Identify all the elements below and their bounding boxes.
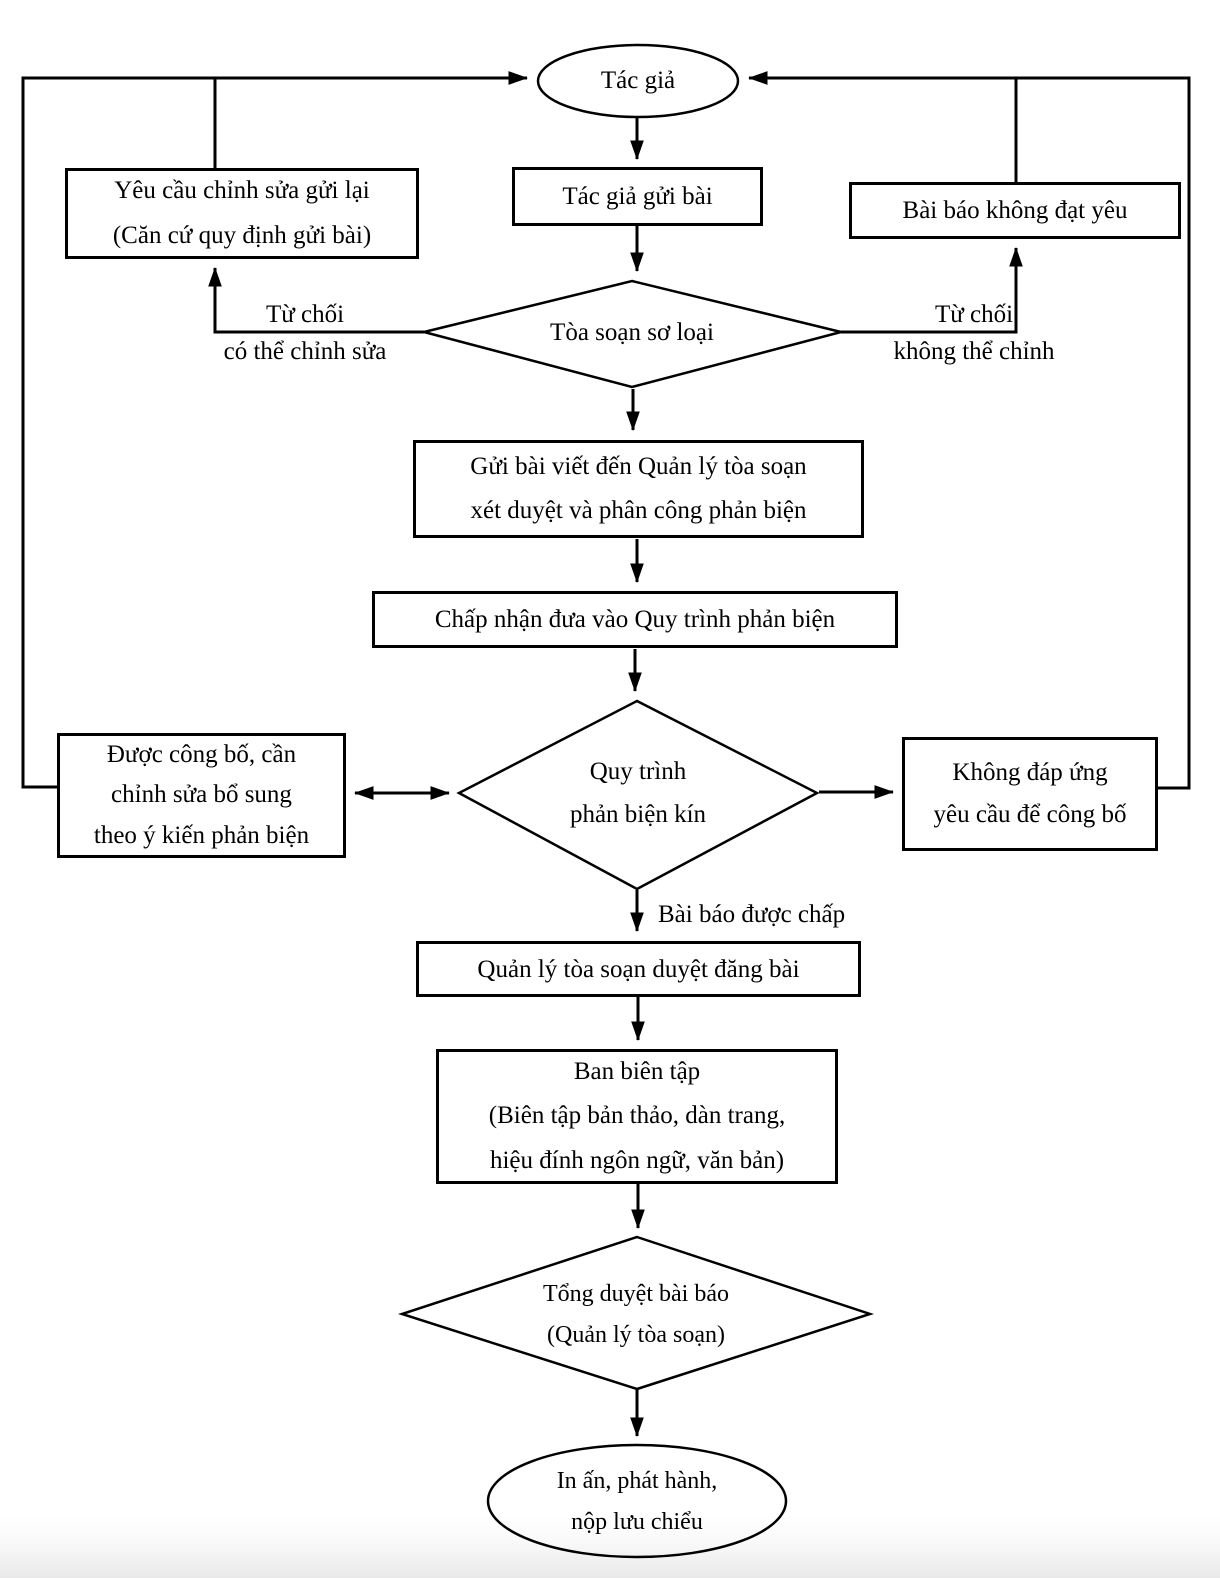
node-request-revision: Yêu cầu chỉnh sửa gửi lại (Căn cứ quy đị…	[65, 168, 419, 259]
edge-label-reject-cannot-fix: Từ chối không thể chỉnh	[893, 301, 1055, 365]
node-not-qualified: Không đáp ứng yêu cầu để công bố	[902, 737, 1158, 851]
edge-label-accepted: Bài báo được chấp	[658, 901, 846, 928]
node-blind-review-label: Quy trình phản biện kín	[569, 758, 707, 828]
node-editorial-board-label: Ban biên tập (Biên tập bản thảo, dàn tra…	[488, 1057, 786, 1174]
node-publish-with-revision-label: Được công bố, cần chỉnh sửa bổ sung theo…	[93, 740, 310, 849]
node-send-to-editor: Gửi bài viết đến Quản lý tòa soạn xét du…	[413, 440, 864, 538]
node-accept-into-review-label: Chấp nhận đưa vào Quy trình phản biện	[434, 606, 836, 633]
node-article-rejected-label: Bài báo không đạt yêu	[902, 197, 1128, 224]
node-request-revision-label: Yêu cầu chỉnh sửa gửi lại (Căn cứ quy đị…	[112, 177, 372, 249]
node-accept-into-review: Chấp nhận đưa vào Quy trình phản biện	[372, 591, 898, 648]
node-initial-screening: Tòa soạn sơ loại	[432, 308, 832, 356]
node-send-to-editor-label: Gửi bài viết đến Quản lý tòa soạn xét du…	[470, 452, 807, 525]
node-author-submit: Tác giả gửi bài	[512, 167, 763, 226]
edge-screening-reject-fixable	[208, 267, 424, 334]
node-author-label: Tác giả	[600, 66, 676, 94]
author-ellipse-shape	[536, 43, 740, 119]
node-initial-screening-label: Tòa soạn sơ loại	[550, 318, 714, 346]
final-review-diamond-shape	[397, 1235, 875, 1391]
node-not-qualified-label: Không đáp ứng yêu cầu để công bố	[933, 758, 1127, 829]
node-print-distribute: In ấn, phát hành, nộp lưu chiểu	[487, 1458, 787, 1546]
edge-publish-revision-to-author	[21, 71, 528, 789]
node-approve-posting: Quản lý tòa soạn duyệt đăng bài	[416, 941, 861, 997]
node-publish-with-revision: Được công bố, cần chỉnh sửa bổ sung theo…	[57, 733, 346, 858]
node-print-distribute-label: In ấn, phát hành, nộp lưu chiểu	[556, 1467, 718, 1535]
node-approve-posting-label: Quản lý tòa soạn duyệt đăng bài	[477, 955, 800, 983]
node-editorial-board: Ban biên tập (Biên tập bản thảo, dàn tra…	[436, 1049, 838, 1184]
node-author-submit-label: Tác giả gửi bài	[562, 183, 713, 210]
node-author: Tác giả	[538, 58, 738, 102]
node-final-review-label: Tổng duyệt bài báo (Quản lý tòa soạn)	[543, 1280, 729, 1348]
node-article-rejected: Bài báo không đạt yêu	[849, 182, 1181, 239]
node-final-review: Tổng duyệt bài báo (Quản lý tòa soạn)	[436, 1270, 836, 1360]
edge-not-qualified-to-author	[748, 71, 1191, 790]
node-blind-review: Quy trình phản biện kín	[488, 748, 788, 838]
edge-label-reject-can-fix: Từ chối có thể chỉnh sửa	[223, 301, 387, 365]
initial-screening-diamond-shape	[423, 279, 842, 389]
blind-review-diamond-shape	[456, 699, 820, 891]
print-distribute-ellipse-shape	[486, 1443, 788, 1559]
edge-screening-reject-unfixable	[841, 247, 1023, 334]
